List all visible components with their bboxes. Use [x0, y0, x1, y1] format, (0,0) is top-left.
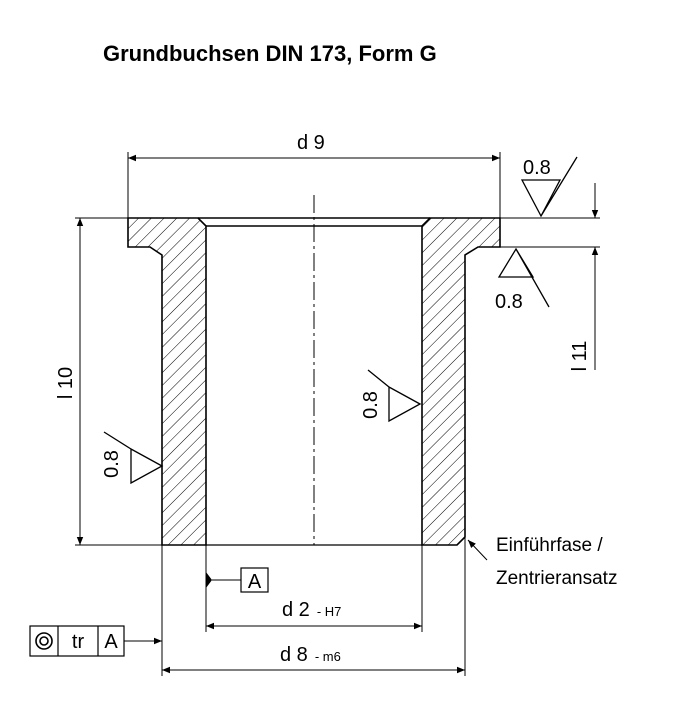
d8-label-group: d 8 - m6: [280, 644, 341, 666]
surface-finish-outer-icon: [103, 431, 164, 485]
d9-label: d 9: [297, 132, 325, 154]
l10-label: l 10: [55, 367, 77, 399]
d2-label-group: d 2 - H7: [282, 599, 341, 621]
d8-label: d 8: [280, 644, 308, 666]
note-line-2: Zentrieransatz: [496, 568, 617, 589]
d2-label: d 2: [282, 599, 310, 621]
surface-finish-bore-value: 0.8: [360, 391, 382, 419]
datum-label: A: [248, 571, 262, 593]
note-line-1: Einführfase /: [496, 535, 603, 556]
datum-box: [240, 567, 269, 593]
surface-finish-collar-value: 0.8: [495, 291, 523, 313]
feature-control-frame: tr A: [29, 625, 162, 657]
right-wall-section: [421, 217, 501, 546]
l11-label: l 11: [569, 341, 591, 372]
surface-finish-bore-icon: [367, 369, 422, 423]
datum-triangle-icon: [206, 572, 212, 588]
concentricity-icon: [35, 632, 53, 650]
d2-tolerance: - H7: [317, 604, 342, 619]
note-leader: [467, 539, 488, 561]
surface-finish-top-icon: [520, 156, 578, 218]
surface-finish-outer-value: 0.8: [101, 450, 123, 478]
page-title: Grundbuchsen DIN 173, Form G: [103, 41, 437, 66]
surface-finish-top-value: 0.8: [523, 157, 551, 179]
fcf-tolerance: tr: [72, 631, 85, 653]
fcf-datum: A: [104, 631, 118, 653]
surface-finish-collar-icon: [497, 247, 550, 308]
left-wall-section: [127, 217, 207, 546]
d8-tolerance: - m6: [315, 649, 341, 664]
